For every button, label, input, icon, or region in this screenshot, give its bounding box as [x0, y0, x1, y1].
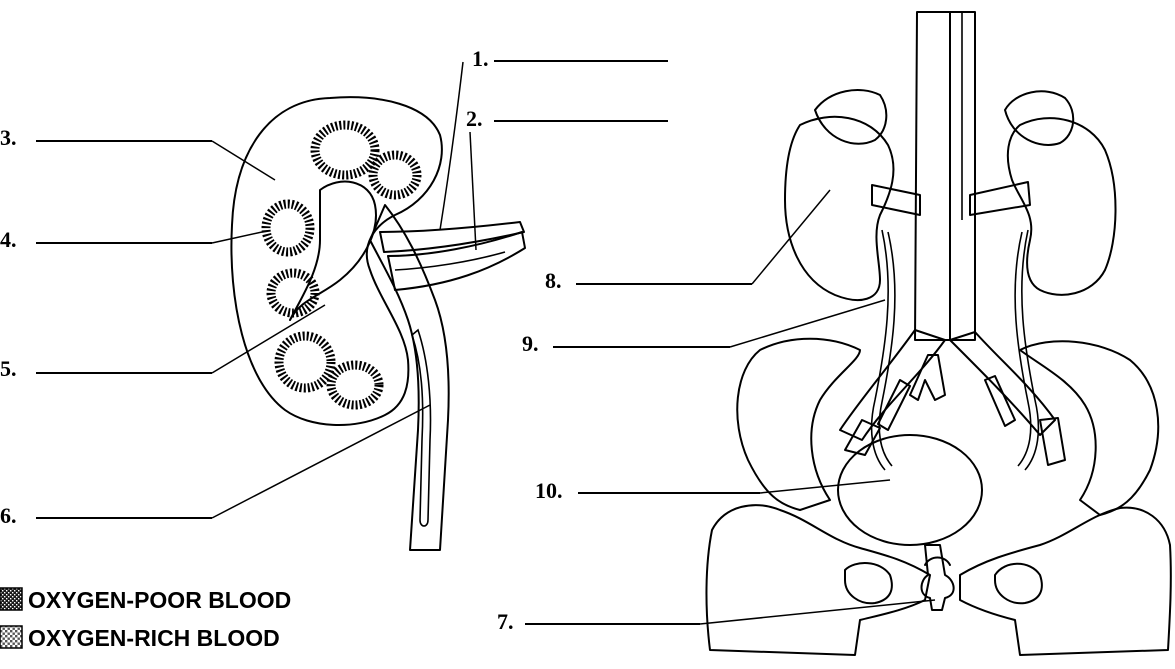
left-kidney — [785, 117, 893, 300]
pyramid — [373, 155, 417, 195]
label-1-leader — [440, 62, 463, 230]
pelvis-lower-right — [960, 508, 1171, 655]
obturator-left — [845, 563, 892, 603]
label-7-number: 7. — [497, 609, 514, 634]
pyramid — [331, 365, 379, 405]
pyramid — [315, 125, 375, 175]
legend-oxygen-rich: OXYGEN-RICH BLOOD — [28, 625, 280, 651]
label-8: 8. — [545, 190, 830, 293]
label-3: 3. — [0, 125, 275, 180]
pyramid — [279, 336, 331, 388]
label-8-leader — [752, 190, 830, 284]
renal-pyramids — [266, 125, 417, 405]
legend-oxygen-poor: OXYGEN-POOR BLOOD — [28, 587, 291, 613]
ureter-inner-channel — [412, 330, 431, 526]
label-3-leader — [212, 141, 275, 180]
label-6-number: 6. — [0, 503, 17, 528]
pubic-symphysis — [925, 558, 950, 566]
kidney-section — [231, 97, 525, 550]
inferior-vena-cava — [915, 12, 950, 340]
label-4: 4. — [0, 227, 262, 252]
label-8-number: 8. — [545, 268, 562, 293]
renal-artery — [380, 222, 524, 252]
label-2-leader — [470, 132, 476, 250]
label-3-number: 3. — [0, 125, 17, 150]
kidney-ureter — [370, 205, 449, 550]
pelvis-lower-left — [706, 505, 930, 655]
pyramid — [271, 273, 315, 313]
label-9: 9. — [522, 300, 885, 356]
obturator-right — [995, 564, 1042, 604]
label-10: 10. — [535, 478, 890, 503]
urinary-bladder — [838, 435, 982, 545]
pyramid — [266, 204, 310, 252]
label-7-leader — [700, 600, 935, 624]
label-2-number: 2. — [466, 106, 483, 131]
label-9-number: 9. — [522, 331, 539, 356]
label-6: 6. — [0, 405, 430, 528]
legend: OXYGEN-POOR BLOOD OXYGEN-RICH BLOOD — [0, 587, 291, 651]
right-iliac-lower — [1040, 418, 1065, 465]
left-renal-vessel — [872, 185, 920, 215]
legend-swatch-oxygen-poor — [0, 588, 22, 610]
label-1-number: 1. — [472, 46, 489, 71]
label-4-number: 4. — [0, 227, 17, 252]
label-4-leader — [212, 232, 262, 243]
label-2: 2. — [466, 106, 668, 250]
label-9-leader — [730, 300, 885, 347]
legend-swatch-oxygen-rich — [0, 626, 22, 648]
label-6-leader — [212, 405, 430, 518]
left-common-iliac — [840, 330, 945, 440]
label-5-number: 5. — [0, 356, 17, 381]
label-5: 5. — [0, 305, 325, 381]
pelvic-bone — [706, 339, 1170, 655]
label-10-number: 10. — [535, 478, 563, 503]
